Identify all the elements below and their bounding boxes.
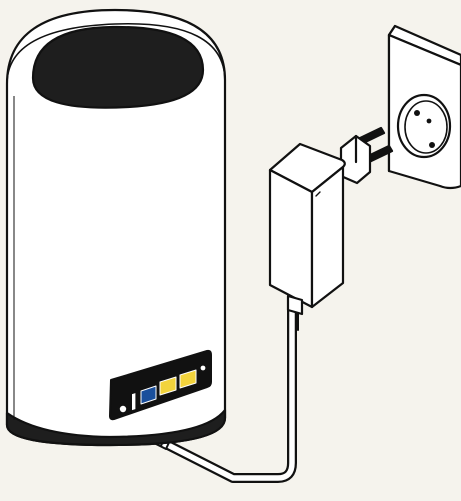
adapter-strain-relief [288,296,302,314]
socket-hole-bottom [429,142,435,148]
adapter-front [270,170,312,307]
adapter-side [312,167,343,307]
power-port [120,406,126,412]
socket-ground [427,119,432,124]
socket-hole-top [414,110,420,116]
status-led [201,366,206,371]
port-divider [132,393,135,410]
router-top-panel [33,27,203,108]
wall-socket [389,26,461,188]
